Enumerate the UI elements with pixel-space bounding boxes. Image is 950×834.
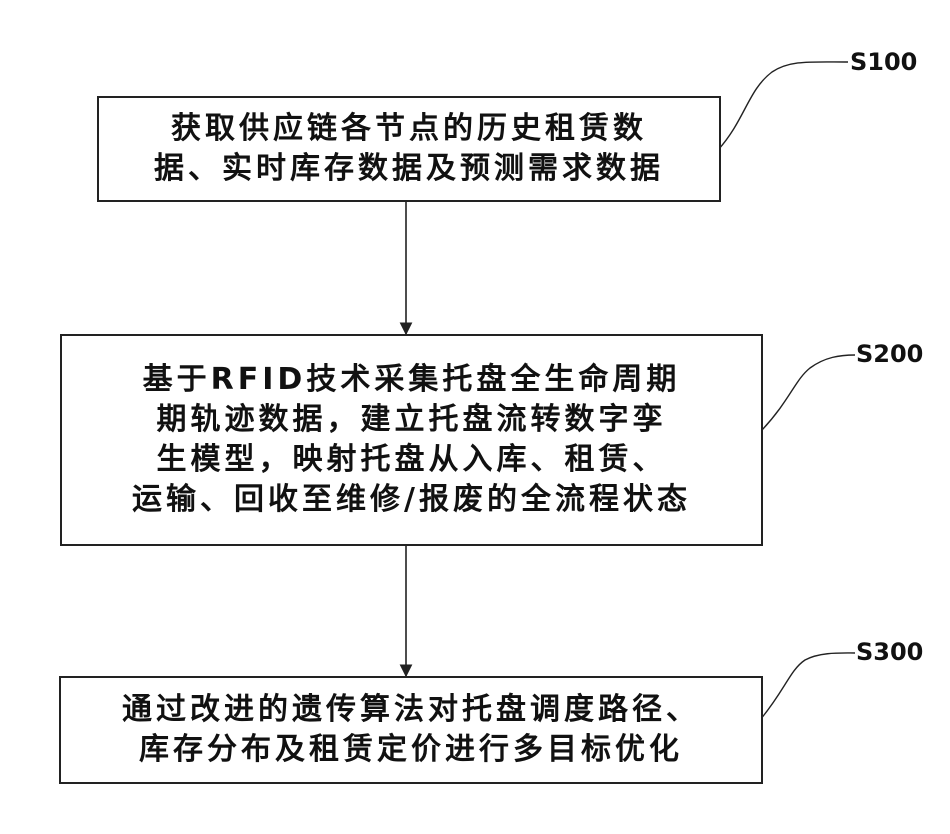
step-s200-line-4: 运输、回收至维修/报废的全流程状态 — [62, 480, 761, 520]
step-s100-line-2: 据、实时库存数据及预测需求数据 — [99, 149, 719, 189]
leader-line-s200 — [762, 355, 855, 430]
step-box-s200: 基于RFID技术采集托盘全生命周期 期轨迹数据，建立托盘流转数字孪 生模型，映射… — [60, 334, 763, 546]
step-s200-line-1: 基于RFID技术采集托盘全生命周期 — [62, 360, 761, 400]
step-label-s200: S200 — [856, 340, 923, 368]
step-s100-line-1: 获取供应链各节点的历史租赁数 — [99, 109, 719, 149]
step-label-s300: S300 — [856, 638, 923, 666]
step-box-s300: 通过改进的遗传算法对托盘调度路径、 库存分布及租赁定价进行多目标优化 — [59, 676, 763, 784]
leader-line-s100 — [718, 62, 848, 150]
step-s200-line-3: 生模型，映射托盘从入库、租赁、 — [62, 440, 761, 480]
step-s300-line-1: 通过改进的遗传算法对托盘调度路径、 — [61, 690, 761, 730]
leader-line-s300 — [760, 653, 855, 720]
step-s300-line-2: 库存分布及租赁定价进行多目标优化 — [61, 730, 761, 770]
step-label-s100: S100 — [850, 48, 917, 76]
step-s200-line-2: 期轨迹数据，建立托盘流转数字孪 — [62, 400, 761, 440]
step-box-s100: 获取供应链各节点的历史租赁数 据、实时库存数据及预测需求数据 — [97, 96, 721, 202]
